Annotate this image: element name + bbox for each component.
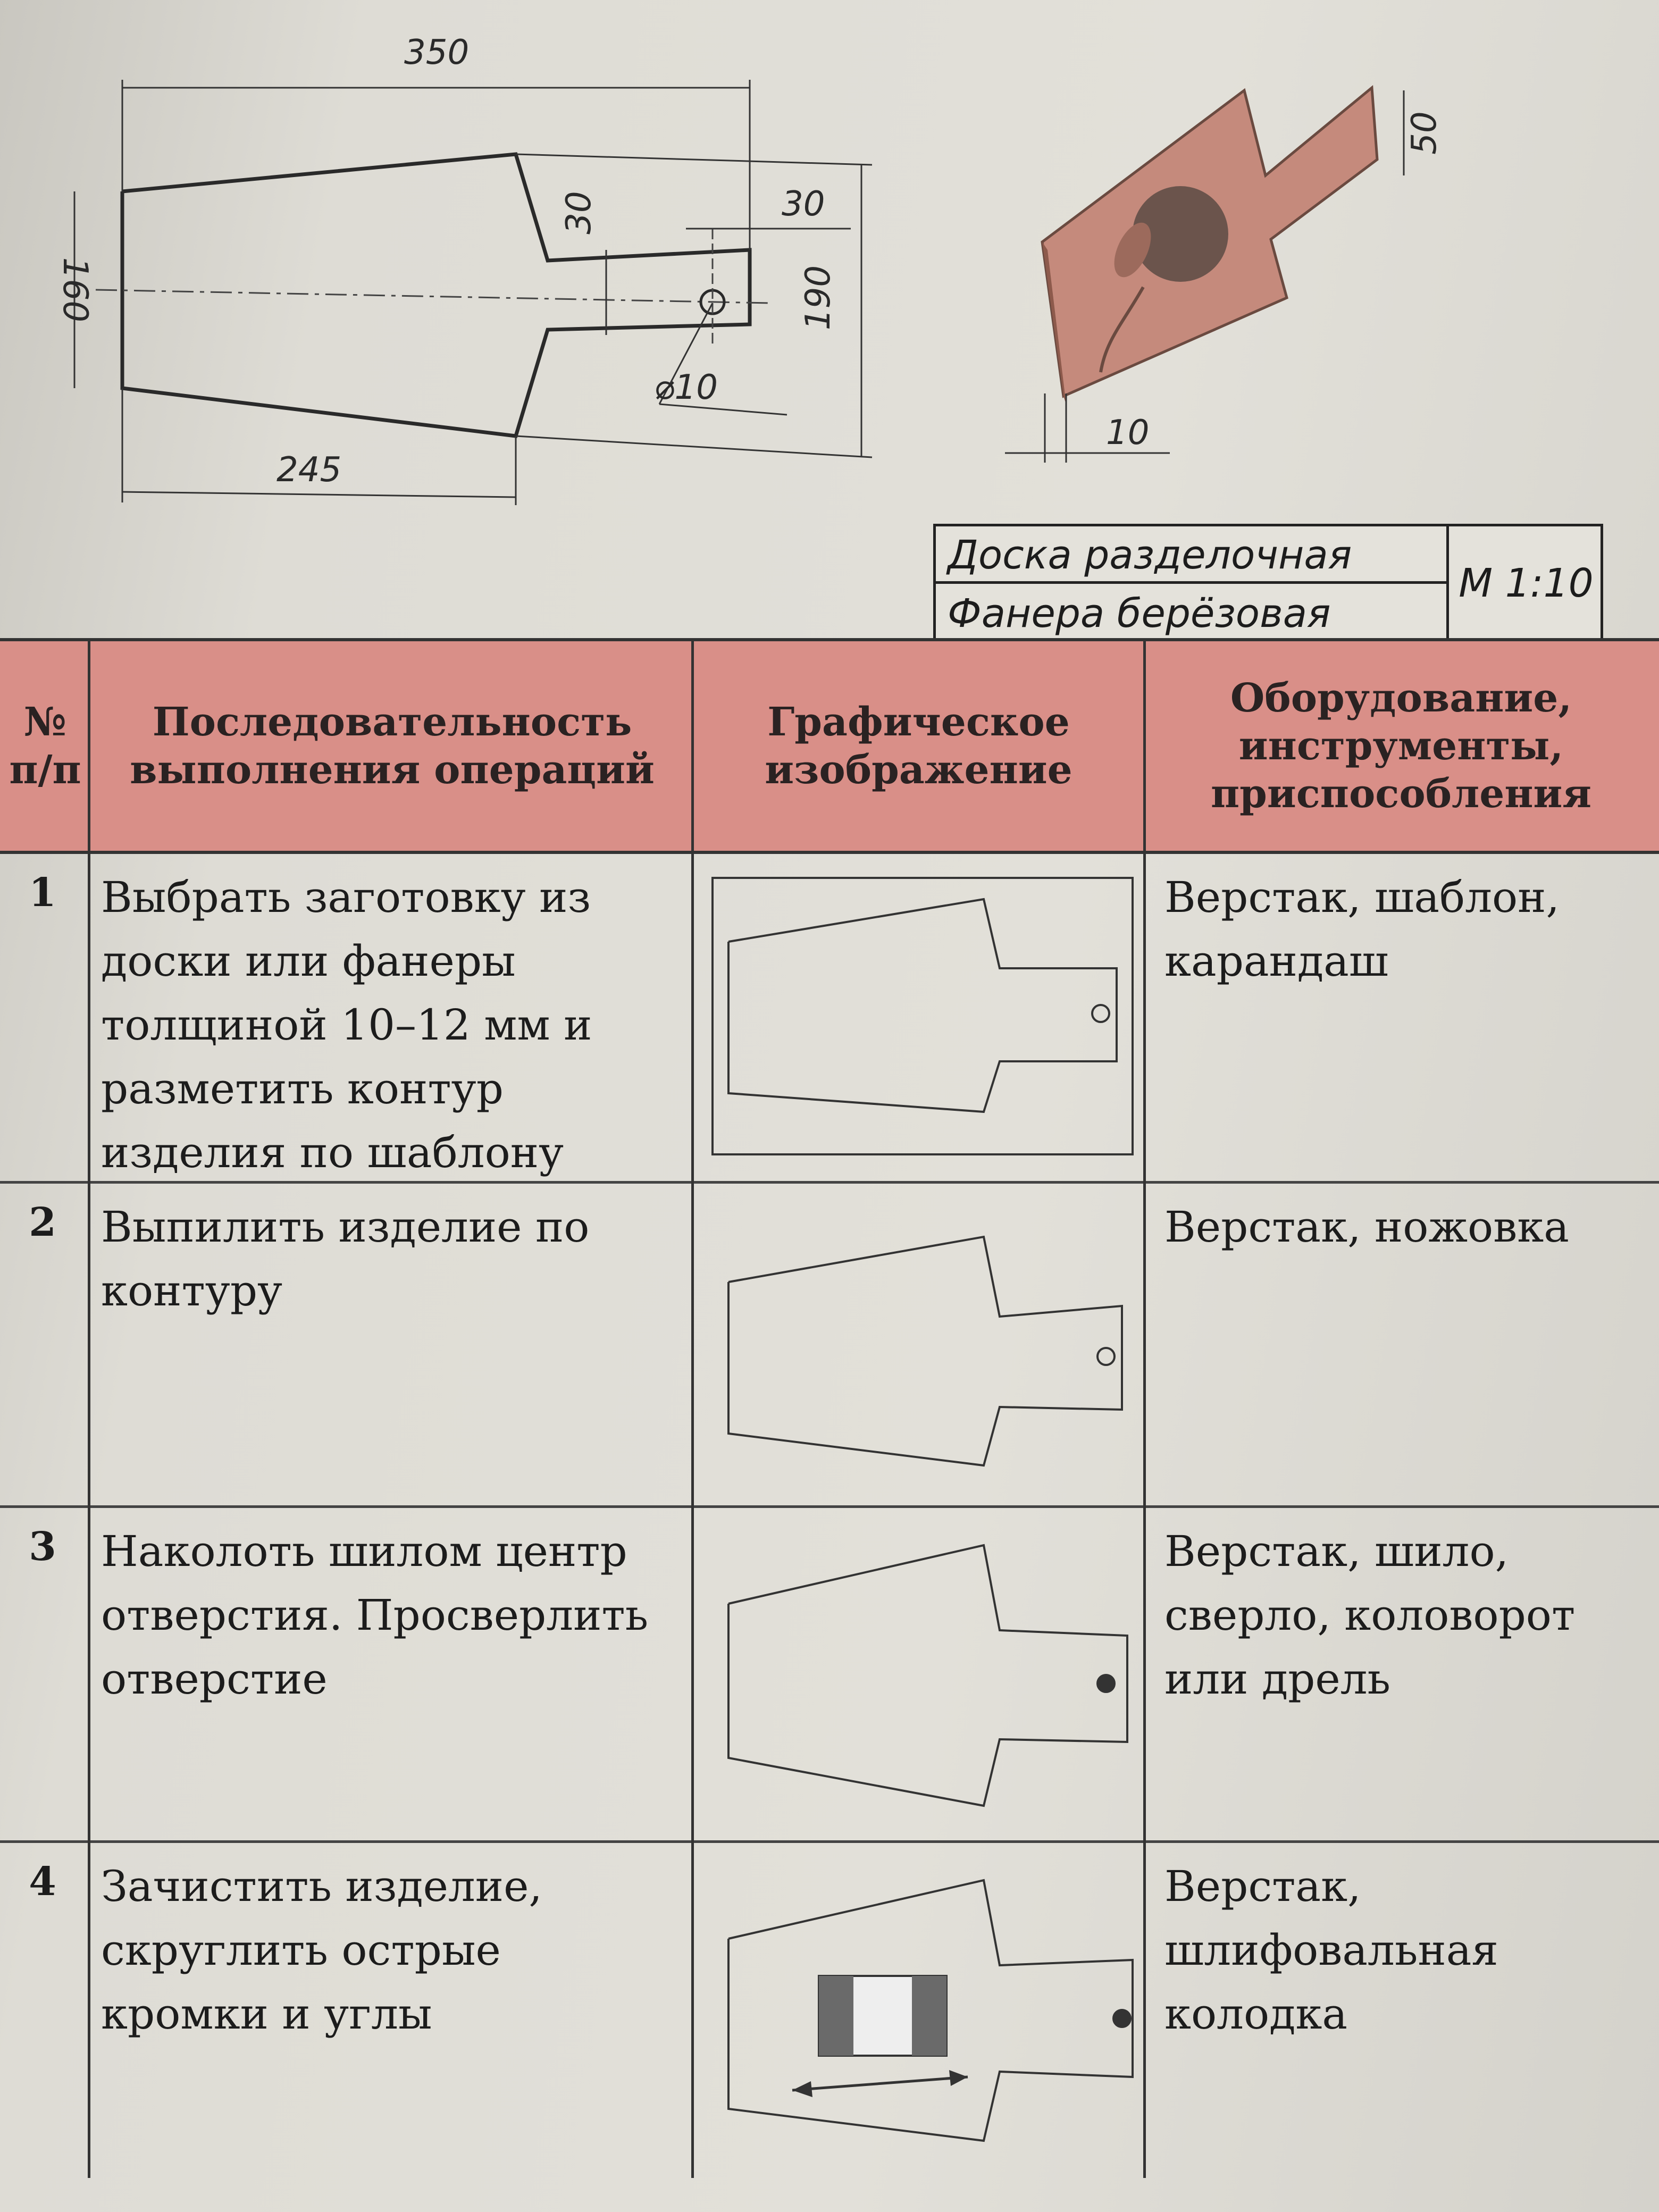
- header-graphic: Графическое изображение: [765, 699, 1073, 793]
- dim-handle-length: 30: [782, 185, 825, 224]
- dim-handle-width: 50: [1405, 111, 1444, 154]
- column-divider: [1143, 641, 1146, 2178]
- table-row: 3 Наколоть шилом центр отверстия. Просве…: [0, 1508, 1659, 1843]
- table-row: 1 Выбрать заготовку из доски или фанеры …: [0, 854, 1659, 1184]
- technical-drawing: 350 160 190 30 30 ⌀10 245 50: [55, 33, 1444, 505]
- dim-handle-height: 190: [799, 265, 838, 330]
- header-sequence: Последовательность выполнения операций: [130, 699, 655, 793]
- board-outline: [120, 152, 752, 438]
- title-block: Доска разделочная Фанера берёзовая М 1:1…: [933, 524, 1603, 643]
- row-operation: Выпилить изделие по контуру: [101, 1202, 590, 1316]
- drawing-scale: М 1:10: [1446, 526, 1603, 641]
- dim-notch-depth: 30: [559, 191, 599, 234]
- dim-thickness: 10: [1106, 413, 1149, 453]
- row-operation: Выбрать заготовку из доски или фанеры то…: [101, 873, 592, 1177]
- row-operation: Зачистить изделие, скруглить острые кром…: [101, 1862, 542, 2039]
- row-tools: Верстак, ножовка: [1164, 1202, 1569, 1252]
- operations-table: № п/п Последовательность выполнения опер…: [0, 638, 1659, 2178]
- row-graphic: [697, 1843, 1143, 2178]
- dim-width: 160: [55, 257, 95, 322]
- column-divider: [691, 641, 694, 2178]
- column-divider: [88, 641, 90, 2178]
- row-graphic: [697, 854, 1143, 1184]
- row-number: 1: [29, 870, 56, 916]
- row-number: 3: [29, 1524, 56, 1570]
- row-tools: Верстак, шаблон, карандаш: [1164, 873, 1560, 986]
- row-number: 2: [29, 1200, 56, 1245]
- table-header: № п/п Последовательность выполнения опер…: [0, 641, 1659, 854]
- row-number: 4: [29, 1859, 56, 1905]
- material-name: Фанера берёзовая: [948, 591, 1331, 636]
- row-operation: Наколоть шилом центр отверстия. Просверл…: [101, 1527, 649, 1704]
- row-graphic: [697, 1184, 1143, 1508]
- header-number: № п/п: [9, 699, 81, 793]
- product-name: Доска разделочная: [936, 526, 1446, 584]
- dim-body-length: 245: [276, 450, 341, 490]
- row-tools: Верстак, шлифовальная колодка: [1164, 1862, 1498, 2039]
- table-row: 4 Зачистить изделие, скруглить острые кр…: [0, 1843, 1659, 2178]
- row-tools: Верстак, шило, сверло, коловорот или дре…: [1164, 1527, 1576, 1704]
- table-row: 2 Выпилить изделие по контуру Верстак, н…: [0, 1184, 1659, 1508]
- sunflower-pattern: [1133, 186, 1228, 282]
- dim-hole-diameter: ⌀10: [654, 368, 718, 407]
- row-graphic: [697, 1508, 1143, 1843]
- dim-overall-length: 350: [404, 33, 469, 72]
- header-equipment: Оборудование, инструменты, приспособлени…: [1210, 675, 1592, 817]
